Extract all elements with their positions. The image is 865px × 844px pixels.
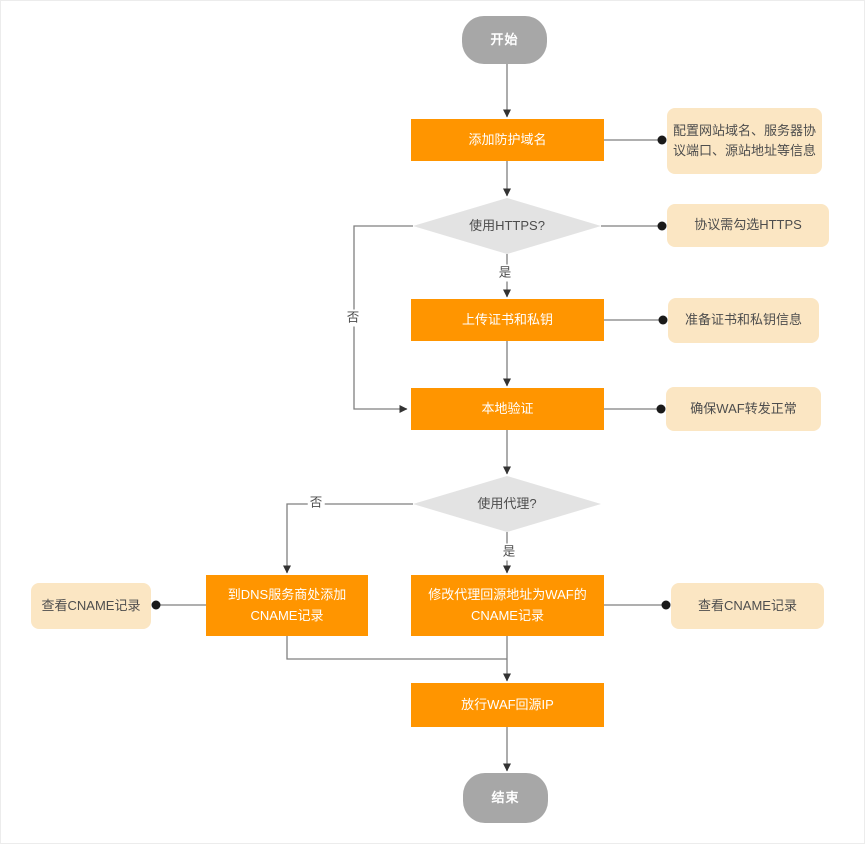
connector-dot bbox=[657, 221, 667, 231]
note-prepare-cert-info: 准备证书和私钥信息 bbox=[668, 298, 819, 343]
edge-label-https-no: 否 bbox=[344, 309, 362, 327]
process-add-protected-domain: 添加防护域名 bbox=[411, 119, 604, 161]
connector-dot bbox=[657, 135, 667, 145]
end-node: 结束 bbox=[463, 773, 548, 823]
process-local-verify: 本地验证 bbox=[411, 388, 604, 430]
process-upload-cert-key: 上传证书和私钥 bbox=[411, 299, 604, 341]
edge-label-https-yes: 是 bbox=[496, 264, 514, 282]
edge-label-proxy-no: 否 bbox=[307, 494, 325, 512]
connector-dot bbox=[151, 600, 161, 610]
process-allow-waf-origin-ip: 放行WAF回源IP bbox=[411, 683, 604, 727]
note-ensure-waf-forward: 确保WAF转发正常 bbox=[666, 387, 821, 431]
edge-label-proxy-yes: 是 bbox=[500, 543, 518, 561]
connector-dot bbox=[658, 315, 668, 325]
process-add-cname-at-dns: 到DNS服务商处添加CNAME记录 bbox=[206, 575, 368, 636]
note-configure-site-info: 配置网站域名、服务器协议端口、源站地址等信息 bbox=[667, 108, 822, 174]
start-node: 开始 bbox=[462, 16, 547, 64]
edge-proxy-no-to-add-cname bbox=[283, 503, 413, 574]
connector-dot bbox=[656, 404, 666, 414]
note-https-checkbox: 协议需勾选HTTPS bbox=[667, 204, 829, 247]
note-view-cname-right: 查看CNAME记录 bbox=[671, 583, 824, 629]
edge-add-cname-merge bbox=[286, 636, 507, 660]
edge-https-no-to-local-verify bbox=[353, 225, 413, 413]
connector-dot bbox=[661, 600, 671, 610]
process-modify-proxy-origin: 修改代理回源地址为WAF的CNAME记录 bbox=[411, 575, 604, 636]
note-view-cname-left: 查看CNAME记录 bbox=[31, 583, 151, 629]
